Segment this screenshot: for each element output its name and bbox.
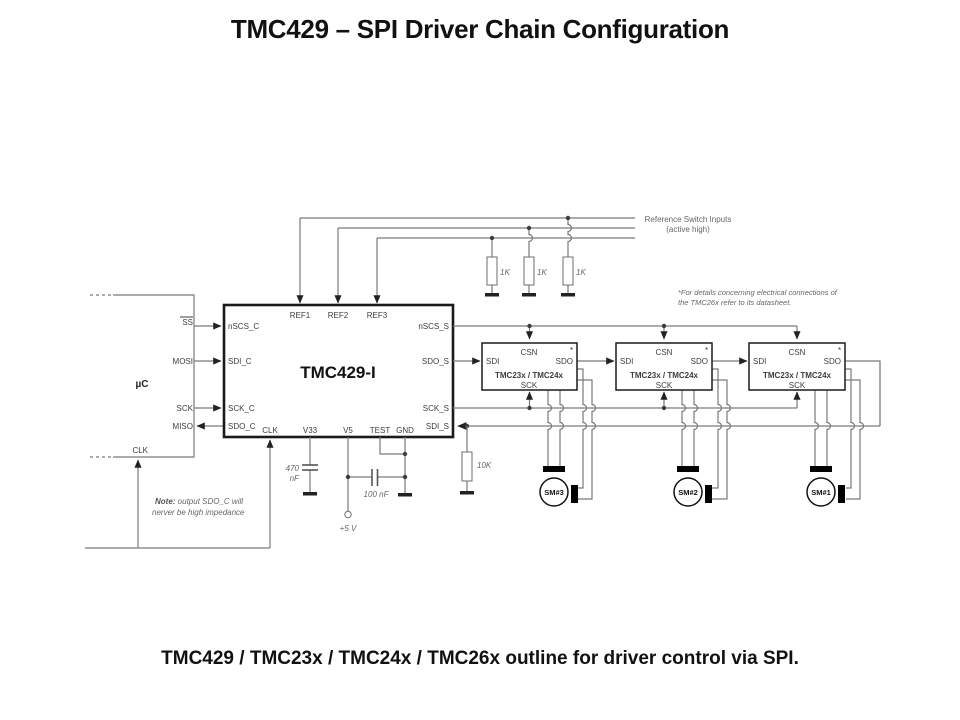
motor-sm3: SM#3 [539, 466, 578, 507]
pin-ref3: REF3 [367, 311, 388, 320]
pin-v33: V33 [303, 426, 318, 435]
resistor-1k-a: 1K [485, 235, 510, 297]
resistor-value: 1K [537, 268, 547, 277]
drv-pin-sdo: SDO [556, 357, 573, 366]
drv-pin-csn: CSN [521, 348, 538, 357]
sdo-note-line-2: nerver be high impedance [152, 508, 245, 517]
pin-sck-s: SCK_S [423, 404, 449, 413]
ground-symbol [303, 492, 317, 496]
ground-symbol [522, 293, 536, 297]
ground-symbol [561, 293, 575, 297]
ref-switch-label-2: (active high) [666, 225, 710, 234]
drv-pin-sdo: SDO [824, 357, 841, 366]
drv-pin-sck: SCK [789, 381, 806, 390]
resistor-10k: 10K [460, 426, 492, 495]
driver-chip-3: CSN * SDI SDO TMC23x / TMC24x SCK [748, 342, 846, 391]
resistor-1k-b: 1K [522, 225, 547, 297]
pin-ref2: REF2 [328, 311, 349, 320]
footnote-asterisk: * [570, 346, 573, 355]
ground-symbol [485, 293, 499, 297]
ground-symbol [398, 493, 412, 497]
drv-name: TMC23x / TMC24x [763, 371, 832, 380]
pin-ref1: REF1 [290, 311, 311, 320]
drv-pin-csn: CSN [789, 348, 806, 357]
uc-pin-ss: SS [182, 318, 193, 327]
pin-sck-c: SCK_C [228, 404, 255, 413]
drv-pin-sdi: SDI [753, 357, 766, 366]
motor-symbol [806, 477, 836, 507]
cap1-unit: nF [290, 474, 300, 483]
motor-connector [543, 466, 565, 472]
driver-chip-2: CSN * SDI SDO TMC23x / TMC24x SCK [615, 342, 713, 391]
ground-symbol [460, 491, 474, 495]
supply-terminal [344, 510, 352, 519]
cap2-label: 100 nF [364, 490, 390, 499]
motor-connector [705, 485, 712, 503]
motor-label: SM#1 [811, 488, 831, 497]
sdo-note-bold: Note: [155, 497, 176, 506]
drv-name: TMC23x / TMC24x [630, 371, 699, 380]
motor-symbol [539, 477, 569, 507]
pin-sdi-c: SDI_C [228, 357, 252, 366]
uc-pin-miso: MISO [173, 422, 193, 431]
ref-switch-label-1: Reference Switch Inputs [645, 215, 732, 224]
footnote-line-1: *For details concerning electrical conne… [678, 288, 838, 297]
microcontroller-block: µC SS MOSI SCK MISO CLK [90, 294, 195, 458]
drv-pin-sck: SCK [656, 381, 673, 390]
footnote-line-2: the TMC26x refer to its datasheet. [678, 298, 791, 307]
motor-symbol [673, 477, 703, 507]
motor-connector [677, 466, 699, 472]
drv-pin-sdo: SDO [691, 357, 708, 366]
driver-chip-1: CSN * SDI SDO TMC23x / TMC24x SCK [481, 342, 578, 391]
uc-pin-sck: SCK [177, 404, 194, 413]
footnote-asterisk: * [838, 346, 841, 355]
pin-nscs-s: nSCS_S [418, 322, 449, 331]
clock-line [85, 439, 274, 549]
page-title: TMC429 – SPI Driver Chain Configuration [230, 14, 730, 44]
tmc429-chip: TMC429-I nSCS_C SDI_C SCK_C SDO_C nSCS_S… [222, 303, 455, 439]
motor-label: SM#3 [544, 488, 564, 497]
resistor-value: 1K [576, 268, 586, 277]
drv-pin-csn: CSN [656, 348, 673, 357]
pin-sdo-s: SDO_S [422, 357, 449, 366]
power-section: 470 nF +5 V 100 nF [286, 437, 412, 533]
driver-spi-bus [453, 323, 881, 430]
motor-sm2: SM#2 [673, 466, 712, 507]
page-caption: TMC429 / TMC23x / TMC24x / TMC26x outlin… [161, 648, 799, 669]
uc-pin-clk: CLK [132, 446, 148, 455]
resistor-1k-c: 1K [561, 215, 586, 297]
motor-sm1: SM#1 [806, 466, 845, 507]
spi-wires-uc [194, 322, 224, 430]
motor-connector [838, 485, 845, 503]
drv-pin-sck: SCK [521, 381, 538, 390]
supply-label: +5 V [340, 524, 357, 533]
pin-clk: CLK [262, 426, 278, 435]
motor-connector [810, 466, 832, 472]
motor-wiring [547, 368, 865, 500]
footnote-asterisk: * [705, 346, 708, 355]
sdo-note-rest: output SDO_C will [175, 497, 243, 506]
annotations: *For details concerning electrical conne… [152, 288, 838, 517]
motor-label: SM#2 [678, 488, 698, 497]
cap1-value: 470 [286, 464, 300, 473]
drv-pin-sdi: SDI [620, 357, 633, 366]
resistor-value: 1K [500, 268, 510, 277]
sdo-note-line-1: Note: output SDO_C will [155, 497, 243, 506]
uc-label: µC [136, 379, 149, 390]
pin-v5: V5 [343, 426, 353, 435]
pin-sdo-c: SDO_C [228, 422, 256, 431]
reference-lines: 1K 1K 1K Reference Switch Inputs (active… [296, 215, 732, 304]
drv-name: TMC23x / TMC24x [495, 371, 564, 380]
pin-test: TEST [370, 426, 391, 435]
motor-connector [571, 485, 578, 503]
resistor-value: 10K [477, 461, 492, 470]
uc-pin-mosi: MOSI [173, 357, 193, 366]
pin-gnd: GND [396, 426, 414, 435]
tmc429-name: TMC429-I [300, 363, 376, 382]
pin-nscs-c: nSCS_C [228, 322, 259, 331]
drv-pin-sdi: SDI [486, 357, 499, 366]
pin-sdi-s: SDI_S [426, 422, 449, 431]
